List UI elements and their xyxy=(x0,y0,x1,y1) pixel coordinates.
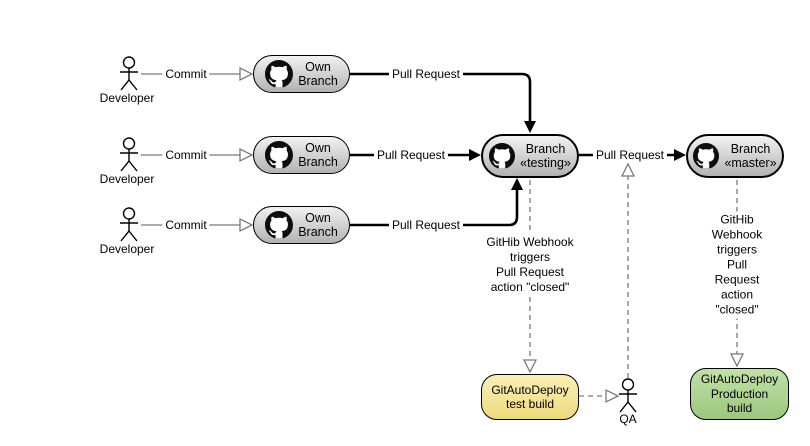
pull-request-edge-label: Pull Request xyxy=(373,148,449,162)
open-arrowhead xyxy=(522,359,538,374)
github-octocat-icon xyxy=(265,211,294,239)
qa-label: QA xyxy=(619,412,637,426)
webhook-note-master: GitHib Webhook triggers Pull Request act… xyxy=(700,211,774,319)
pull-request-edge-1 xyxy=(350,72,536,133)
own-branch-label: Own Branch xyxy=(298,211,338,239)
github-octocat-icon xyxy=(265,141,294,169)
pull-request-edge-label: Pull Request xyxy=(388,218,464,232)
production-build-node: GitAutoDeploy Production build xyxy=(690,368,789,420)
branch-testing-node: Branch «testing» xyxy=(481,134,579,178)
own-branch-label: Own Branch xyxy=(298,141,338,169)
open-arrowhead xyxy=(239,217,254,233)
webhook-edge-master xyxy=(729,180,745,368)
developer-label: Developer xyxy=(99,242,155,256)
commit-edge-label: Commit xyxy=(162,218,210,232)
commit-edge-label: Commit xyxy=(162,67,210,81)
github-octocat-icon xyxy=(489,143,516,169)
pull-request-edge-label: Pull Request xyxy=(592,148,668,162)
branch-master-label: Branch «master» xyxy=(724,142,777,170)
developer-actor-icon xyxy=(120,137,138,172)
developer-actor-icon xyxy=(120,207,138,242)
github-octocat-icon xyxy=(693,143,720,169)
production-build-label: GitAutoDeploy Production build xyxy=(700,372,779,416)
qa-approval-edge xyxy=(620,162,636,378)
pull-request-edge-label: Pull Request xyxy=(388,67,464,81)
branch-master-node: Branch «master» xyxy=(686,134,784,178)
pull-request-edge-3 xyxy=(350,178,523,227)
solid-arrowhead xyxy=(469,149,481,161)
open-arrowhead xyxy=(605,388,620,404)
open-arrowhead xyxy=(729,353,745,368)
solid-arrowhead xyxy=(674,149,686,161)
own-branch-node-3: Own Branch xyxy=(253,206,350,244)
test-build-node: GitAutoDeploy test build xyxy=(481,374,579,420)
commit-edge-label: Commit xyxy=(162,148,210,162)
developer-actor-icon xyxy=(120,56,138,91)
test-build-label: GitAutoDeploy test build xyxy=(491,382,569,411)
webhook-note-testing: GitHib Webhook triggers Pull Request act… xyxy=(483,234,577,296)
solid-arrowhead xyxy=(511,178,523,190)
own-branch-node-1: Own Branch xyxy=(253,55,350,93)
open-arrowhead xyxy=(620,162,636,177)
test-build-to-qa-edge xyxy=(579,388,620,404)
own-branch-node-2: Own Branch xyxy=(253,136,350,174)
qa-actor-icon xyxy=(619,378,637,413)
developer-label: Developer xyxy=(99,91,155,105)
open-arrowhead xyxy=(239,66,254,82)
open-arrowhead xyxy=(239,147,254,163)
own-branch-label: Own Branch xyxy=(298,60,338,88)
solid-arrowhead xyxy=(524,121,536,133)
github-octocat-icon xyxy=(265,60,294,88)
branch-testing-label: Branch «testing» xyxy=(520,142,571,170)
developer-label: Developer xyxy=(99,172,155,186)
